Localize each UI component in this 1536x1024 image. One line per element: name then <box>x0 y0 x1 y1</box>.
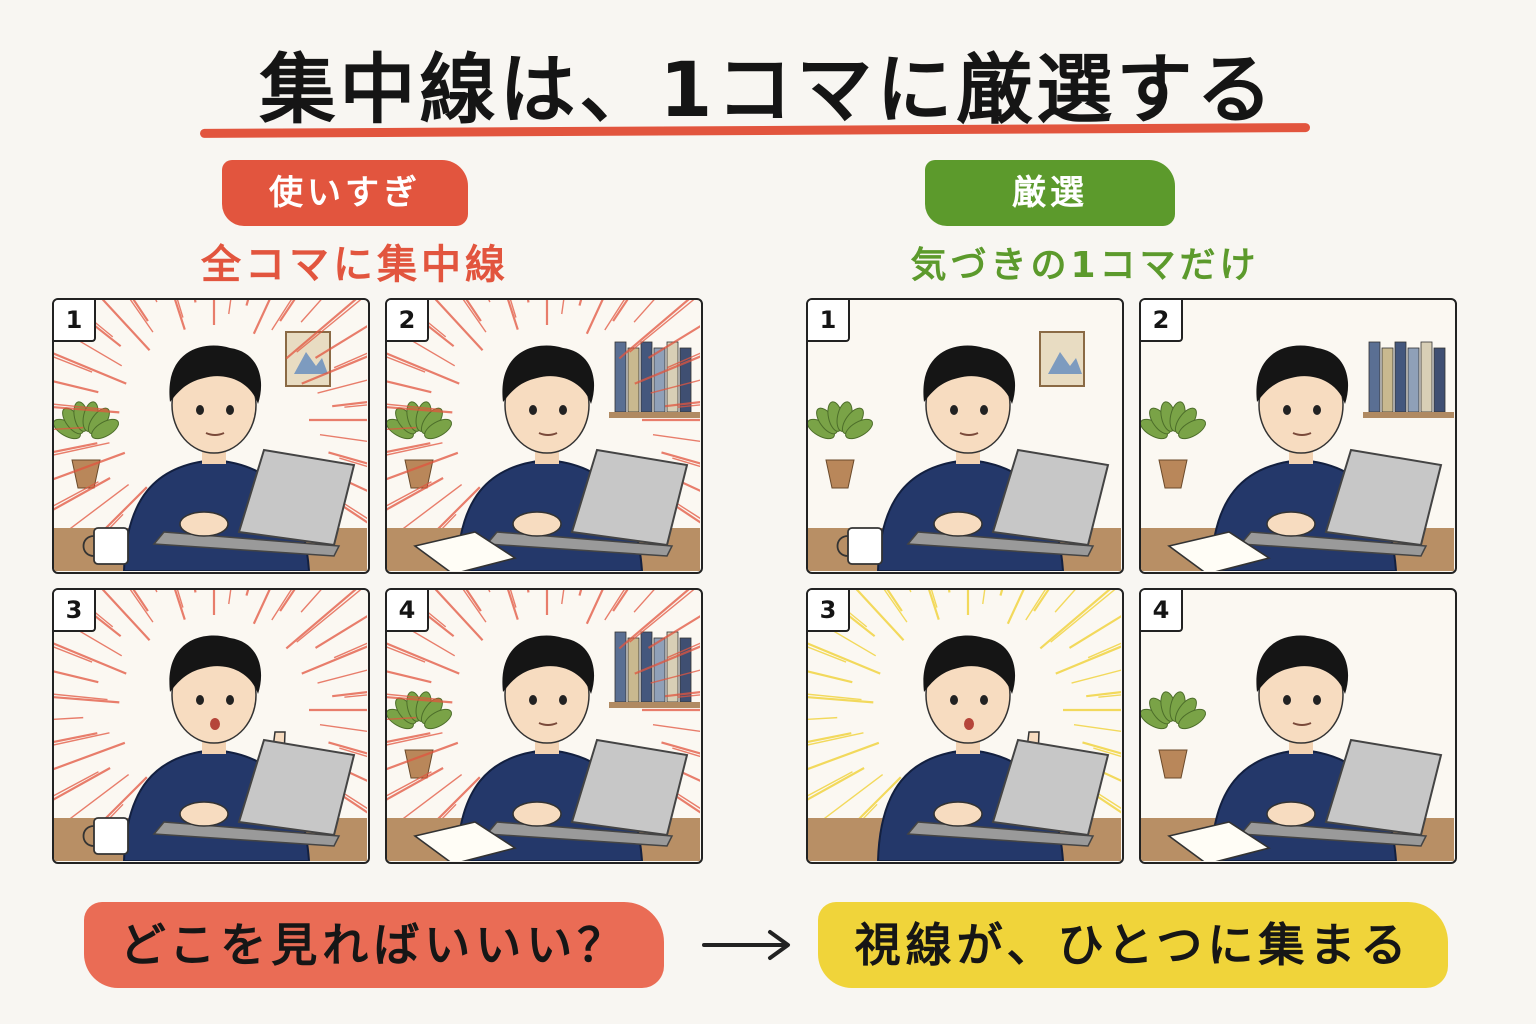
panel-illustration <box>1141 635 1454 861</box>
panel-number: 1 <box>54 300 96 342</box>
laptop-icon <box>906 738 1110 847</box>
notebook-icon <box>413 821 517 861</box>
person-illustration <box>387 345 700 571</box>
notebook-icon <box>413 531 517 571</box>
panel-number: 3 <box>808 590 850 632</box>
left-subtitle: 全コマに集中線 <box>201 242 509 288</box>
mug-icon <box>82 527 129 565</box>
notebook-icon <box>1167 531 1271 571</box>
plant-icon <box>387 401 453 489</box>
right-panel-4: 4 <box>1139 588 1457 864</box>
panel-number: 4 <box>1141 590 1183 632</box>
person-illustration <box>808 345 1121 571</box>
plant-icon <box>808 401 874 489</box>
left-panel-3: 3 <box>52 588 370 864</box>
laptop-icon <box>906 448 1110 557</box>
laptop-icon <box>1239 448 1443 557</box>
panel-number: 2 <box>1141 300 1183 342</box>
left-panel-4: 4 <box>385 588 703 864</box>
plant-icon <box>1141 691 1207 779</box>
panel-number: 1 <box>808 300 850 342</box>
laptop-icon <box>1239 738 1443 847</box>
right-arrow-icon <box>702 930 790 960</box>
right-caption: 視線が、ひとつに集まる <box>818 902 1448 988</box>
page-title: 集中線は、1コマに厳選する <box>259 45 1277 134</box>
left-panel-1: 1 <box>52 298 370 574</box>
left-panel-2: 2 <box>385 298 703 574</box>
picture-frame <box>1039 331 1085 387</box>
left-badge: 使いすぎ <box>222 160 468 226</box>
plant-icon <box>1141 401 1207 489</box>
panel-illustration <box>387 300 700 571</box>
person-illustration <box>808 635 1121 861</box>
panel-illustration <box>1141 341 1454 571</box>
person-illustration <box>1141 635 1454 861</box>
bookshelf <box>1363 341 1454 418</box>
right-panel-2: 2 <box>1139 298 1457 574</box>
panel-number: 4 <box>387 590 429 632</box>
panel-number: 3 <box>54 590 96 632</box>
panel-illustration <box>387 590 700 861</box>
laptop-icon <box>485 448 689 557</box>
mug-icon <box>836 527 883 565</box>
panel-illustration <box>54 300 367 571</box>
panel-illustration <box>54 590 367 861</box>
laptop-icon <box>485 738 689 847</box>
panel-number: 2 <box>387 300 429 342</box>
right-badge: 厳選 <box>925 160 1175 226</box>
right-panel-3: 3 <box>806 588 1124 864</box>
bookshelf <box>609 631 700 708</box>
right-subtitle: 気づきの1コマだけ <box>910 245 1260 286</box>
notebook-icon <box>1167 821 1271 861</box>
right-panel-1: 1 <box>806 298 1124 574</box>
laptop-icon <box>152 738 356 847</box>
mug-icon <box>82 817 129 855</box>
left-caption: どこを見ればいいい？ <box>84 902 664 988</box>
laptop-icon <box>152 448 356 557</box>
person-illustration <box>387 635 700 861</box>
panel-illustration <box>808 590 1121 861</box>
bookshelf <box>609 341 700 418</box>
panel-illustration <box>808 331 1121 571</box>
person-illustration <box>1141 345 1454 571</box>
